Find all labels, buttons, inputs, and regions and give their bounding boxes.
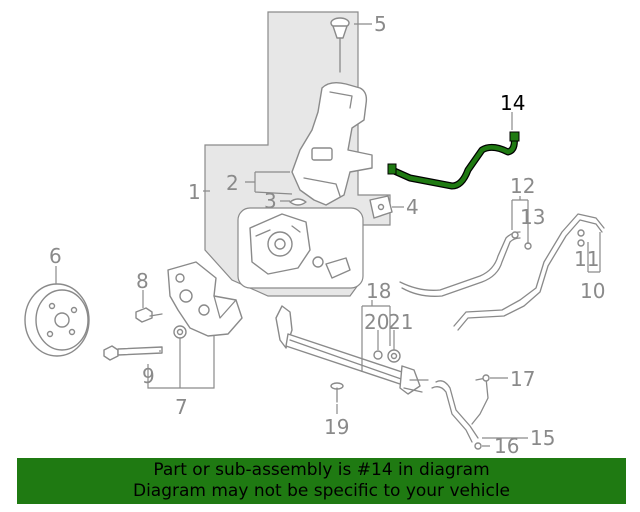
callout-12[interactable]: 12 <box>510 174 535 198</box>
spacer-part-7[interactable] <box>173 325 187 339</box>
banner-line-1: Part or sub-assembly is #14 in diagram <box>153 460 490 480</box>
callout-5[interactable]: 5 <box>374 12 387 36</box>
info-banner: Part or sub-assembly is #14 in diagram D… <box>17 458 626 504</box>
callout-1[interactable]: 1 <box>188 180 201 204</box>
callout-9[interactable]: 9 <box>142 364 155 388</box>
callout-20[interactable]: 20 <box>364 310 389 334</box>
reservoir[interactable] <box>291 81 373 206</box>
callout-21[interactable]: 21 <box>388 310 413 334</box>
cooler-line-part-15[interactable] <box>431 377 489 443</box>
callout-3[interactable]: 3 <box>264 189 277 213</box>
return-hose-part-12[interactable] <box>399 231 521 297</box>
power-steering-pump[interactable] <box>249 213 351 279</box>
callout-6[interactable]: 6 <box>49 244 62 268</box>
callout-4[interactable]: 4 <box>406 195 419 219</box>
grommet-part-20[interactable] <box>373 350 383 360</box>
callout-13[interactable]: 13 <box>520 205 545 229</box>
mounting-bracket[interactable] <box>369 195 393 219</box>
callout-16[interactable]: 16 <box>494 434 519 458</box>
callout-2[interactable]: 2 <box>226 171 239 195</box>
callout-11[interactable]: 11 <box>574 247 599 271</box>
banner-line-2: Diagram may not be specific to your vehi… <box>132 481 510 501</box>
callout-10[interactable]: 10 <box>580 279 605 303</box>
pulley[interactable] <box>24 283 90 357</box>
push-pin-part-19[interactable] <box>330 382 344 403</box>
callout-15[interactable]: 15 <box>530 426 555 450</box>
cooler-line-part-10[interactable] <box>453 213 605 331</box>
callout-14[interactable]: 14 <box>500 91 525 115</box>
cooler-assembly[interactable] <box>275 305 429 395</box>
hose-clip[interactable] <box>289 198 307 206</box>
callout-19[interactable]: 19 <box>324 415 349 439</box>
pressure-hose-part-14[interactable] <box>387 131 520 190</box>
callout-7[interactable]: 7 <box>175 395 188 419</box>
grommet-part-21[interactable] <box>387 349 401 363</box>
callout-18[interactable]: 18 <box>366 279 391 303</box>
leader-lines <box>55 23 601 447</box>
pump-mounting-bracket[interactable] <box>167 261 243 337</box>
callout-8[interactable]: 8 <box>136 269 149 293</box>
clamp-part-16[interactable] <box>474 442 482 450</box>
bolt-part-9[interactable] <box>103 345 163 361</box>
clamp-part-17[interactable] <box>482 374 490 382</box>
callout-17[interactable]: 17 <box>510 367 535 391</box>
bolt-part-8[interactable] <box>135 307 163 323</box>
reservoir-cap[interactable] <box>330 17 350 73</box>
clamp-part-11[interactable] <box>577 229 585 247</box>
